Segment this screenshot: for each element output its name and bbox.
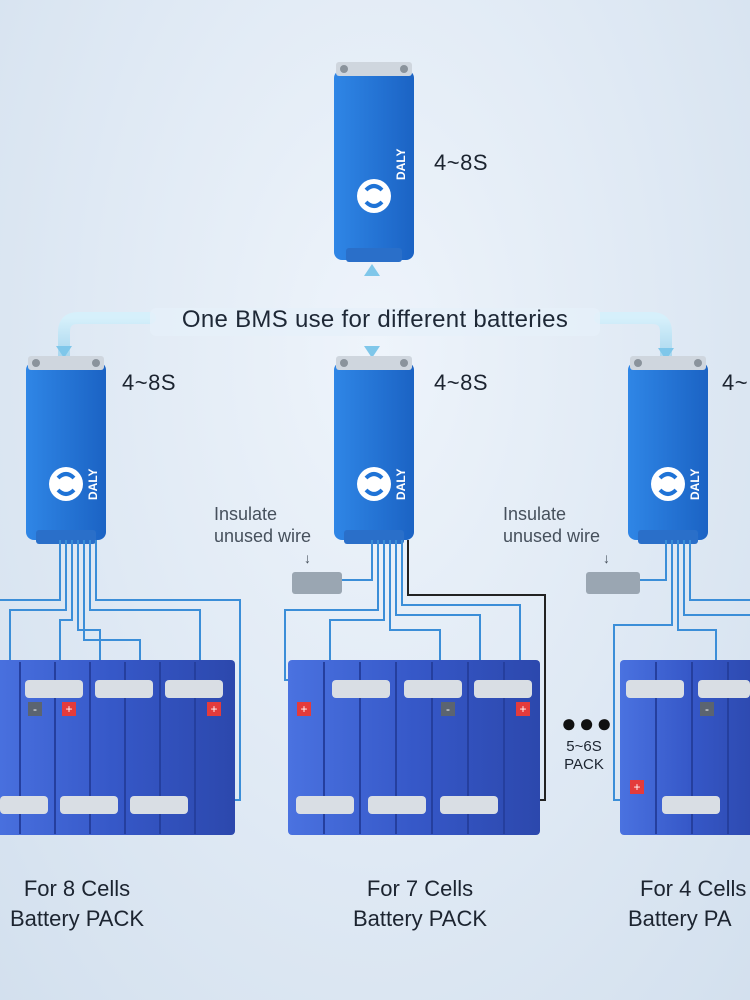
battery-pack-8 — [0, 660, 235, 835]
insulate-note-line2: unused wire — [503, 526, 601, 546]
more-pack-note: 5~6S PACK — [556, 738, 612, 774]
insulate-note-middle: Insulate unused wire ↓ — [214, 503, 329, 569]
arrow-down-icon: ↓ — [304, 550, 311, 566]
insulate-note-line1: Insulate — [503, 504, 567, 524]
bms-board-right — [628, 356, 708, 544]
arrow-down-left-icon — [56, 346, 72, 358]
insulate-note-line2: unused wire — [214, 526, 312, 546]
insulated-wire-block-middle — [292, 572, 342, 594]
bms-spec-label-top: 4~8S — [434, 150, 488, 175]
more-pack-line1: 5~6S — [566, 738, 602, 755]
bms-spec-label-middle: 4~8S — [434, 370, 488, 395]
pipe-right — [594, 312, 672, 364]
arrow-down-icon: ↓ — [603, 550, 610, 566]
more-pack-line2: PACK — [564, 756, 604, 773]
terminal-minus: - — [700, 702, 714, 716]
terminal-plus: + — [297, 702, 311, 716]
terminal-plus: + — [516, 702, 530, 716]
pack-caption-line2: Battery PACK — [9, 906, 145, 931]
pack-caption-7: For 7 Cells Battery PACK — [332, 874, 508, 934]
pipe-arrows — [56, 264, 674, 360]
bms-board-left — [26, 356, 106, 544]
terminal-plus: + — [207, 702, 221, 716]
terminal-plus: + — [62, 702, 76, 716]
pack-caption-line2: Battery PA — [628, 906, 732, 931]
terminal-minus: - — [441, 702, 455, 716]
bms-brand-label: DALY — [394, 148, 408, 180]
pack-caption-4: For 4 Cells Battery PA — [628, 874, 750, 934]
pack-caption-line2: Battery PACK — [352, 906, 488, 931]
battery-pack-4 — [620, 660, 750, 835]
terminal-minus: - — [28, 702, 42, 716]
bms-brand-label: DALY — [86, 468, 100, 500]
pack-caption-8: For 8 Cells Battery PACK — [0, 874, 154, 934]
bms-spec-label-left: 4~8S — [122, 370, 176, 395]
pack-caption-line1: For 4 Cells — [640, 876, 747, 901]
bms-board-top — [334, 62, 414, 262]
pack-caption-line1: For 8 Cells — [23, 876, 131, 901]
insulate-note-line1: Insulate — [214, 504, 278, 524]
insulate-note-right: Insulate unused wire ↓ — [503, 503, 618, 569]
bms-brand-label: DALY — [688, 468, 702, 500]
bms-brand-label: DALY — [394, 468, 408, 500]
headline-backdrop — [150, 308, 600, 336]
insulated-wire-block-right — [586, 572, 640, 594]
pipe-left — [58, 312, 156, 362]
arrow-down-icon — [364, 346, 380, 358]
arrow-down-right-icon — [658, 348, 674, 360]
pack-caption-line1: For 7 Cells — [366, 876, 474, 901]
bms-spec-label-right: 4~ — [722, 370, 749, 395]
bms-board-middle — [334, 356, 414, 544]
arrow-up-icon — [364, 264, 380, 276]
battery-pack-7 — [288, 660, 540, 835]
more-dots: ●●● — [561, 708, 615, 738]
terminal-plus: + — [630, 780, 644, 794]
headline: One BMS use for different batteries — [181, 306, 569, 333]
